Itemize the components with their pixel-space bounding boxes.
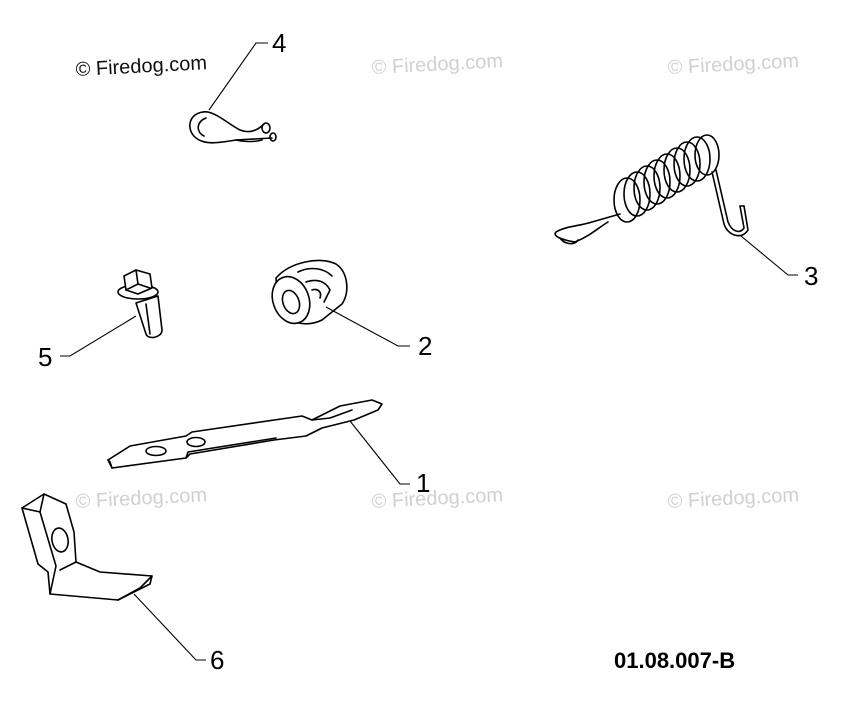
callout-1: 1 bbox=[416, 468, 430, 498]
callout-2: 2 bbox=[418, 331, 432, 361]
leader-part-6 bbox=[133, 593, 206, 661]
watermark-bottom-left: © Firedog.com bbox=[75, 484, 207, 513]
callout-6: 6 bbox=[210, 645, 224, 675]
watermark-bottom-center: © Firedog.com bbox=[371, 484, 503, 513]
part-5-flange-bolt bbox=[117, 269, 163, 339]
watermark-top-center: © Firedog.com bbox=[371, 50, 503, 79]
part-3-extension-spring bbox=[554, 134, 749, 245]
part-2-slotted-bushing bbox=[271, 259, 348, 325]
drawing-id: 01.08.007-B bbox=[614, 648, 735, 673]
leader-part-1 bbox=[349, 420, 410, 485]
leader-part-3 bbox=[740, 235, 798, 276]
watermark-bottom-right: © Firedog.com bbox=[667, 484, 799, 513]
part-6-angle-bracket bbox=[21, 493, 153, 601]
watermarks: © Firedog.com © Firedog.com © Firedog.co… bbox=[75, 50, 799, 513]
leader-part-2 bbox=[325, 306, 410, 347]
callout-4: 4 bbox=[272, 28, 286, 58]
part-1-bracket-plate bbox=[107, 399, 383, 469]
watermark-top-left: © Firedog.com bbox=[75, 52, 207, 81]
callout-3: 3 bbox=[804, 261, 818, 291]
leader-part-4 bbox=[208, 42, 268, 111]
part-4-hairpin-clip bbox=[189, 111, 277, 144]
watermark-top-right: © Firedog.com bbox=[667, 50, 799, 79]
leader-part-5 bbox=[60, 315, 137, 357]
callout-5: 5 bbox=[38, 342, 52, 372]
